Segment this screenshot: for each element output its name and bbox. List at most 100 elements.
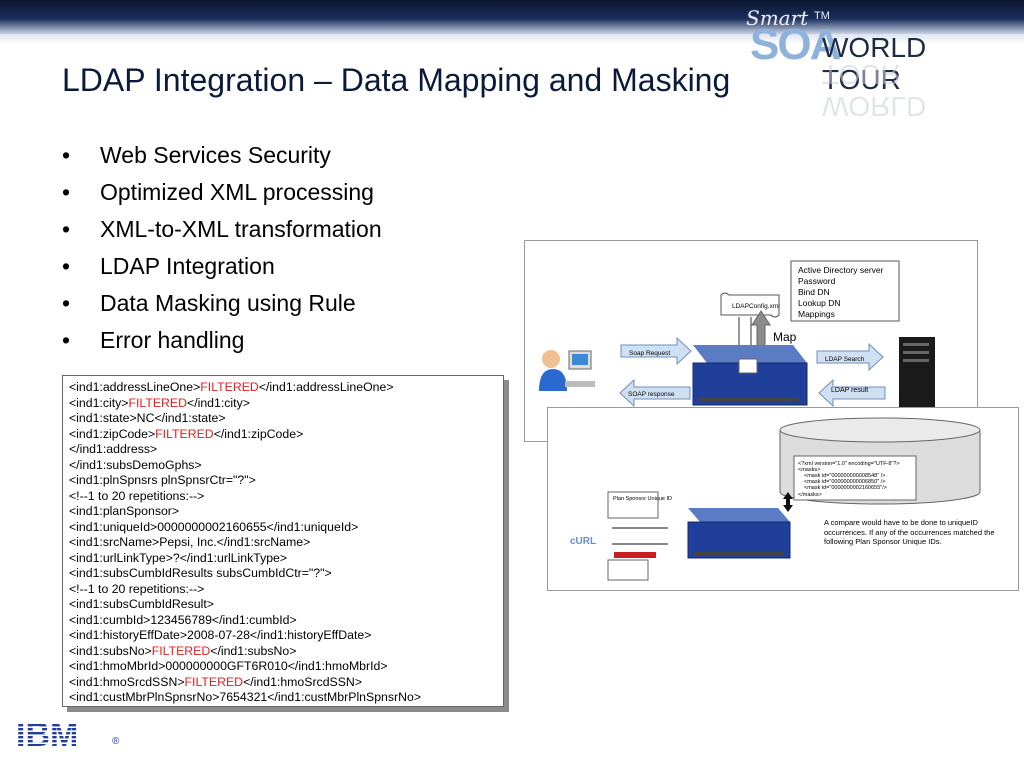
- logo-world-tour-text: WORLD TOUR: [822, 32, 927, 95]
- plan-sponsor-label: Plan Sponsor Unique ID: [613, 496, 672, 502]
- xml-line: <ind1:uniqueId>0000000002160655</ind1:un…: [69, 520, 358, 534]
- bullet-text: Error handling: [100, 327, 245, 353]
- banner-fade: [0, 34, 1024, 44]
- xml-text: <!--1 to 20 repetitions:-->: [69, 581, 205, 596]
- filtered-value: FILTERED: [200, 380, 259, 394]
- xml-line: <ind1:custMbrPlnSpnsrNo>7654321</ind1:cu…: [69, 690, 421, 704]
- mask-xml-line: <?xml version="1.0" encoding="UTF-8"?>: [798, 461, 900, 467]
- xml-line: <!--1 to 20 repetitions:-->: [69, 582, 204, 596]
- xml-text: </ind1:address>: [69, 442, 158, 456]
- xml-line: <!--1 to 20 repetitions:-->: [69, 489, 204, 503]
- xml-text: </ind1:city>: [187, 395, 250, 410]
- compare-note-text: A compare would have to be done to uniqu…: [824, 518, 995, 546]
- ldap-search-arrow: [816, 342, 884, 372]
- xml-text: </ind1:addressLineOne>: [258, 380, 394, 394]
- xml-line: <ind1:subsCumbIdResults subsCumbIdCtr="?…: [69, 566, 332, 580]
- xml-text: <ind1:subsNo>: [69, 643, 152, 658]
- ldap-result-label: LDAP result: [831, 387, 868, 394]
- xml-text: <ind1:uniqueId>0000000002160655</ind1:un…: [69, 519, 359, 534]
- xml-line: </ind1:subsDemoGphs>: [69, 458, 202, 472]
- xml-line: <ind1:urlLinkType>?</ind1:urlLinkType>: [69, 551, 287, 565]
- mask-xml-line: <mask id="000000000006850" />: [804, 479, 885, 485]
- xml-text: <ind1:custMbrPlnSpnsrNo>7654321</ind1:cu…: [69, 690, 422, 704]
- mask-xml-box: [793, 455, 917, 501]
- mask-xml-line: <masks>: [798, 467, 820, 473]
- logo-soa-text: SOA: [750, 20, 841, 69]
- xml-text: <ind1:urlLinkType>?</ind1:urlLinkType>: [69, 550, 288, 565]
- appliance-icon: [687, 508, 791, 559]
- compare-note: A compare would have to be done to uniqu…: [824, 518, 995, 546]
- bullet-text: Data Masking using Rule: [100, 290, 356, 316]
- ldap-config-box: [790, 260, 900, 322]
- logo-smart-text: Smart: [746, 6, 809, 30]
- filtered-value: FILTERED: [151, 643, 211, 658]
- xml-line: <ind1:addressLineOne>FILTERED</ind1:addr…: [69, 380, 394, 394]
- appliance-icon: [692, 345, 808, 406]
- bullet-item: • Data Masking using Rule: [62, 290, 382, 327]
- page-title: LDAP Integration – Data Mapping and Mask…: [62, 62, 731, 98]
- xml-text: <ind1:hmoMbrId>000000000GFT6R010</ind1:h…: [69, 659, 388, 673]
- mask-xml-line: <mask id="0000000002160655"/>: [804, 485, 887, 491]
- filtered-value: FILTERED: [155, 426, 214, 441]
- ldap-result-arrow: [818, 378, 886, 408]
- bullet-dot: •: [62, 290, 71, 316]
- db-link-arrow: [783, 492, 793, 512]
- filtered-value: FILTERED: [184, 674, 244, 689]
- bullet-item: • XML-to-XML transformation: [62, 216, 382, 253]
- soap-request-label: Soap Request: [629, 350, 670, 357]
- bullet-text: XML-to-XML transformation: [100, 216, 382, 242]
- masking-svg: <?xml version="1.0" encoding="UTF-8"?> <…: [570, 417, 995, 581]
- ibm-logo-text: IBM: [16, 716, 78, 752]
- bullet-text: LDAP Integration: [100, 253, 275, 279]
- xml-text: </ind1:zipCode>: [213, 426, 304, 441]
- user-workstation-icon: [539, 350, 595, 391]
- xml-listing: <ind1:addressLineOne>FILTERED</ind1:addr…: [62, 375, 504, 707]
- config-line: Password: [798, 276, 836, 286]
- ldap-config-file-icon: [720, 292, 780, 318]
- mask-xml-line: </masks>: [798, 492, 822, 498]
- xml-text: </ind1:subsNo>: [210, 643, 297, 658]
- xml-text: <ind1:state>NC</ind1:state>: [69, 411, 226, 425]
- xml-line: <ind1:subsNo>FILTERED</ind1:subsNo>: [69, 644, 296, 658]
- xml-text: <ind1:hmoSrcdSSN>: [69, 674, 185, 689]
- xml-line: <ind1:planSponsor>: [69, 504, 179, 518]
- xml-line: <ind1:city>FILTERED</ind1:city>: [69, 396, 250, 410]
- bullet-text: Optimized XML processing: [100, 179, 374, 205]
- filtered-marker: [614, 552, 656, 558]
- xml-text: </ind1:hmoSrcdSSN>: [243, 674, 362, 689]
- output-doc-icon: [607, 559, 649, 581]
- bullet-item: • Error handling: [62, 327, 382, 364]
- config-line: Lookup DN: [798, 298, 841, 308]
- bullet-dot: •: [62, 179, 71, 205]
- xml-line: <ind1:cumbId>123456789</ind1:cumbId>: [69, 613, 297, 627]
- config-line: Active Directory server: [798, 265, 884, 275]
- soap-response-arrow: [619, 378, 691, 408]
- bullet-text: Web Services Security: [100, 142, 331, 168]
- ibm-logo: IBM ®: [16, 716, 119, 757]
- xml-text: <ind1:subsCumbIdResult>: [69, 597, 214, 611]
- ibm-logo-svg: IBM: [16, 716, 78, 754]
- config-line: Mappings: [798, 309, 835, 319]
- xml-text: <ind1:zipCode>: [69, 426, 156, 441]
- bullet-item: • Optimized XML processing: [62, 179, 382, 216]
- bullet-dot: •: [62, 142, 71, 168]
- xml-text: </ind1:subsDemoGphs>: [69, 457, 202, 472]
- plan-sponsor-doc-icon: [607, 491, 659, 519]
- soap-response-label: SOAP response: [628, 391, 675, 398]
- filtered-value: FILTERED: [128, 395, 188, 410]
- ldap-search-label: LDAP Search: [825, 356, 865, 363]
- top-banner: [0, 0, 1024, 34]
- bullet-dot: •: [62, 327, 71, 353]
- xml-line: </ind1:address>: [69, 442, 157, 456]
- masking-diagram: <?xml version="1.0" encoding="UTF-8"?> <…: [547, 407, 1019, 591]
- xml-text: <ind1:planSponsor>: [69, 504, 180, 518]
- xml-line: <ind1:hmoMbrId>000000000GFT6R010</ind1:h…: [69, 659, 388, 673]
- curl-label: cURL: [570, 536, 596, 547]
- bullet-dot: •: [62, 216, 71, 242]
- xml-line: <ind1:plnSpnsrs plnSpnsrCtr="?">: [69, 473, 256, 487]
- config-file-label: LDAPConfig.xml: [732, 303, 780, 310]
- xml-text: <ind1:cumbId>123456789</ind1:cumbId>: [69, 612, 297, 627]
- bullet-list: • Web Services Security • Optimized XML pr…: [62, 142, 382, 364]
- xml-text: <ind1:city>: [69, 395, 129, 410]
- logo-reflection: WORLD TOUR: [822, 59, 927, 122]
